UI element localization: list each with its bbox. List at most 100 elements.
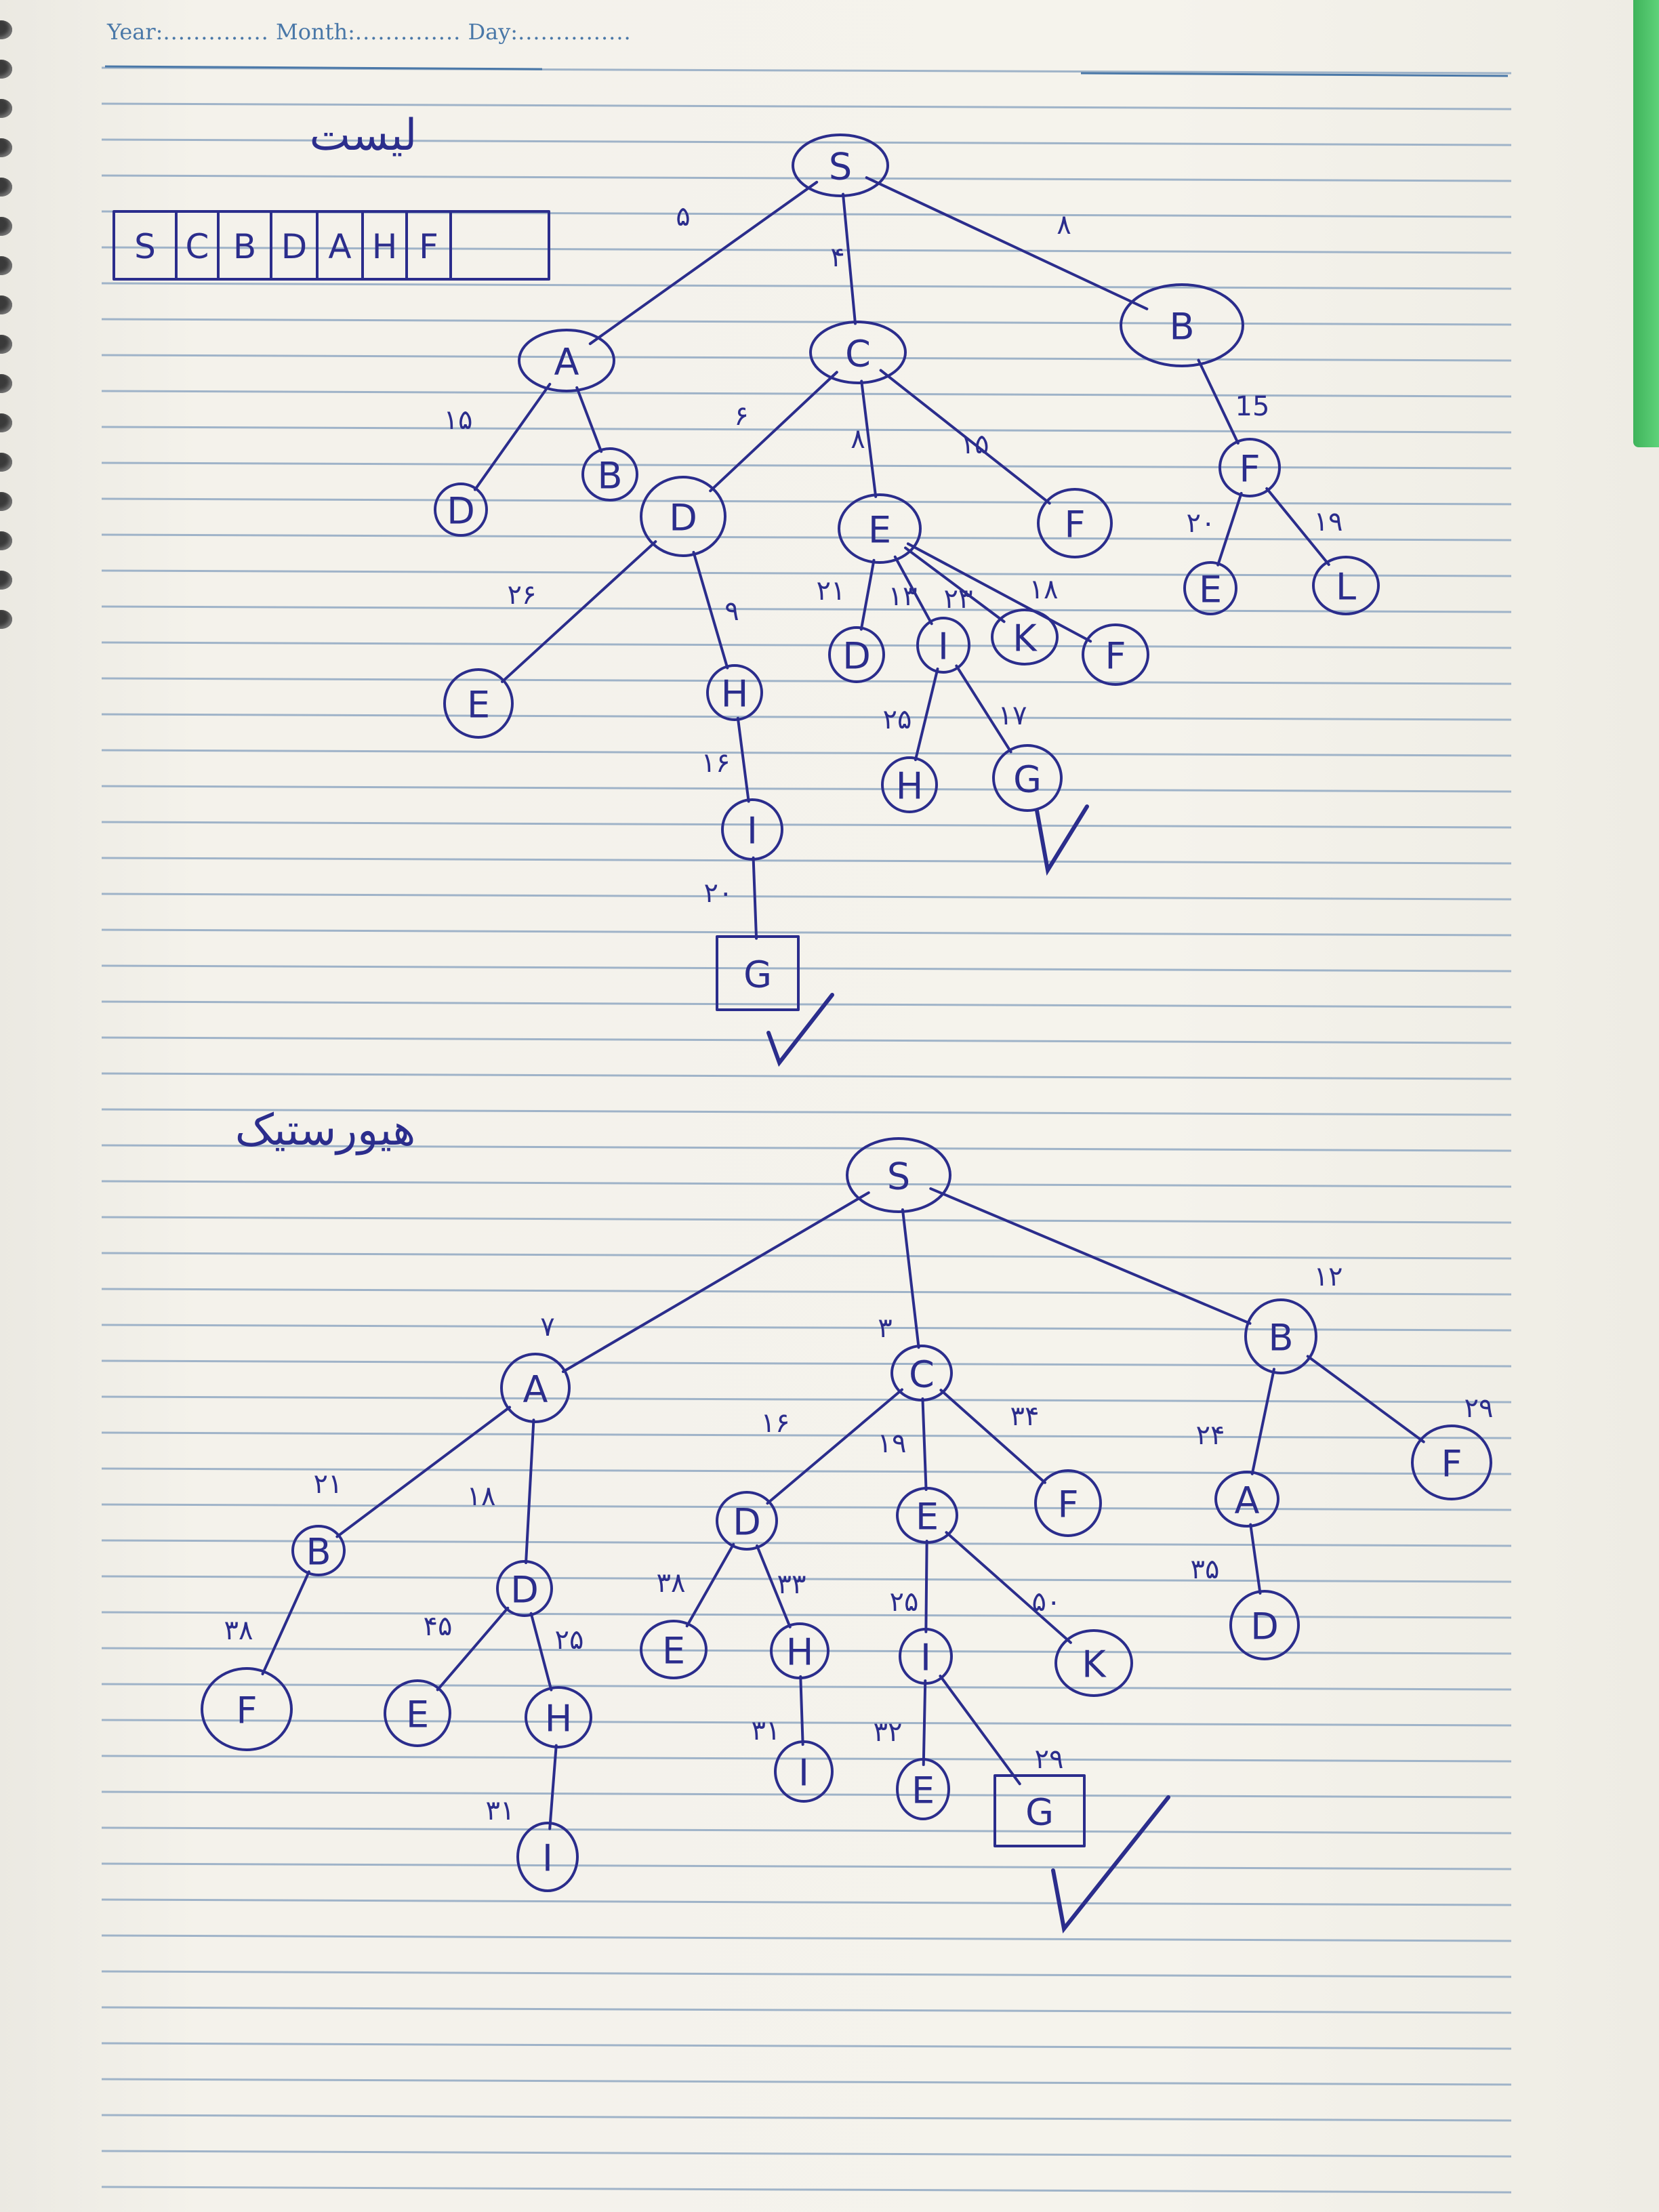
- ruled-line: [101, 713, 1512, 721]
- list-tree-edge-cost-label: ۱۳: [888, 581, 918, 612]
- ruled-line: [101, 246, 1512, 254]
- node-circle: [828, 626, 885, 683]
- ruled-line: [101, 426, 1512, 434]
- heuristic-title: هیورستیک: [235, 1105, 416, 1155]
- list-tree-edge-cost-label: ۱۶: [701, 747, 731, 779]
- ruled-line: [101, 1790, 1512, 1799]
- list-cell: C: [175, 210, 220, 281]
- node-circle: [581, 447, 638, 501]
- list-tree-node-g: G: [992, 744, 1063, 812]
- list-cell: [449, 210, 550, 281]
- ruled-line: [101, 1647, 1512, 1655]
- list-tree-edge: [575, 386, 603, 453]
- node-circle: [846, 1137, 951, 1213]
- list-tree-node-k: K: [991, 609, 1059, 665]
- node-label: B: [1169, 306, 1194, 348]
- list-tree-node-g: G: [716, 935, 800, 1011]
- list-title: لیست: [310, 110, 417, 161]
- ruled-line: [101, 102, 1512, 110]
- list-tree-node-d: D: [434, 483, 488, 537]
- list-tree-edge-cost-label: ۲۶: [508, 579, 537, 611]
- heuristic-tree-edge-cost-label: ۲۵: [890, 1586, 919, 1618]
- heuristic-tree-node-f: F: [201, 1667, 293, 1751]
- heuristic-tree-edge-cost-label: ۱۹: [878, 1428, 907, 1459]
- heuristic-tree-node-k: K: [1054, 1629, 1133, 1697]
- list-tree-edge: [904, 546, 1006, 623]
- heuristic-tree-edge: [939, 1675, 1021, 1786]
- ruled-line: [101, 569, 1512, 577]
- list-tree-edge: [879, 369, 1051, 505]
- node-label: I: [798, 1752, 809, 1795]
- node-label: B: [306, 1531, 331, 1574]
- ruled-line: [101, 318, 1512, 326]
- check-mark-icon: [1035, 804, 1089, 876]
- list-tree-edge: [473, 382, 552, 491]
- list-tree-edge: [955, 664, 1012, 754]
- node-circle: [434, 483, 488, 537]
- ruled-line: [101, 785, 1512, 793]
- node-label: K: [1012, 617, 1038, 660]
- ruled-line: [101, 749, 1512, 757]
- node-label: E: [467, 684, 490, 726]
- node-label: H: [721, 673, 749, 716]
- node-label: H: [545, 1698, 573, 1740]
- list-cell: F: [405, 210, 452, 281]
- heuristic-tree-edge: [261, 1570, 310, 1676]
- node-circle: [770, 1622, 830, 1679]
- list-tree-node-e: E: [838, 493, 922, 564]
- list-tree-edge: [709, 371, 838, 493]
- ruled-line: [101, 497, 1512, 506]
- ruled-line: [101, 1862, 1512, 1870]
- heuristic-tree-node-i: I: [516, 1822, 579, 1892]
- heuristic-tree-node-g: G: [994, 1774, 1086, 1847]
- node-label: H: [786, 1631, 814, 1674]
- check-mark-icon: [1051, 1795, 1170, 1934]
- ruled-line: [101, 2186, 1512, 2194]
- list-tree-edge-cost-label: ۴: [830, 242, 844, 273]
- list-tree-node-e: E: [443, 668, 514, 739]
- node-label: E: [1199, 569, 1222, 611]
- node-circle: [992, 744, 1063, 812]
- node-circle: [518, 329, 615, 392]
- node-circle: [201, 1667, 293, 1751]
- node-label: D: [733, 1501, 761, 1544]
- node-circle: [640, 476, 726, 557]
- heuristic-tree-node-i: I: [899, 1628, 953, 1685]
- list-tree-node-b: B: [1120, 283, 1244, 367]
- ruled-line: [101, 1359, 1512, 1368]
- list-tree-node-e: E: [1183, 561, 1237, 615]
- node-circle: [640, 1620, 708, 1679]
- node-label: F: [1057, 1483, 1078, 1526]
- binding-ring: [0, 610, 12, 629]
- ruled-line: [101, 1216, 1512, 1224]
- node-circle: [890, 1345, 953, 1401]
- node-label: H: [896, 765, 924, 808]
- node-label: D: [447, 490, 475, 533]
- list-tree-edge: [859, 558, 876, 631]
- node-label: F: [1239, 448, 1260, 491]
- list-tree-edge: [1265, 487, 1330, 567]
- check-marks: [766, 804, 1170, 1934]
- goal-box: [716, 935, 800, 1011]
- ruled-line: [101, 1252, 1512, 1260]
- ruled-line: [101, 533, 1512, 541]
- list-tree-edge-cost-label: ۱۹: [1314, 506, 1343, 537]
- binding-ring: [0, 178, 12, 197]
- heuristic-tree-edge: [1250, 1368, 1275, 1475]
- list-tree-edge: [914, 668, 939, 762]
- list-cell: H: [361, 210, 408, 281]
- node-circle: [1034, 1469, 1102, 1537]
- list-tree-edge: [692, 550, 729, 670]
- list-cell-label: B: [233, 227, 256, 266]
- heuristic-tree-edge: [945, 1531, 1072, 1644]
- node-circle: [1411, 1425, 1492, 1500]
- heuristic-tree-node-c: C: [890, 1345, 953, 1401]
- ruled-line: [101, 1000, 1512, 1008]
- node-label: I: [938, 626, 949, 668]
- list-tree-edge-cost-label: ۱۷: [998, 700, 1027, 731]
- node-label: F: [1064, 504, 1085, 546]
- node-circle: [899, 1628, 953, 1685]
- date-header: Year:.............. Month:..............…: [107, 19, 632, 45]
